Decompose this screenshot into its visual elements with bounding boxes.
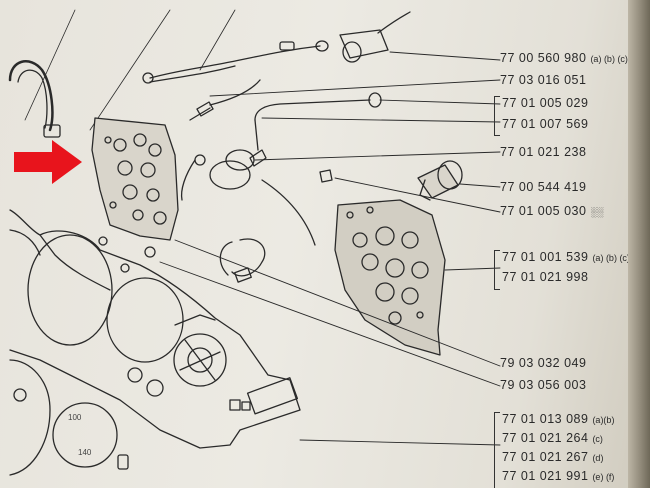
part-number-13: 77 01 021 267 (d) bbox=[502, 450, 604, 464]
page-edge bbox=[628, 0, 650, 488]
part-number-0: 77 00 560 980 (a) (b) (c) bbox=[500, 51, 628, 65]
part-number-1: 77 03 016 051 bbox=[500, 73, 587, 87]
part-number-10: 79 03 056 003 bbox=[500, 378, 587, 392]
part-number-14: 77 01 021 991 (e) (f) bbox=[502, 469, 615, 483]
part-number-4: 77 01 021 238 bbox=[500, 145, 587, 159]
part-number-8: 77 01 021 998 bbox=[502, 270, 589, 284]
part-number-3: 77 01 007 569 bbox=[502, 117, 589, 131]
svg-text:140: 140 bbox=[78, 448, 92, 457]
part-number-7: 77 01 001 539 (a) (b) (c) bbox=[502, 250, 630, 264]
red-arrow-icon bbox=[14, 140, 82, 184]
bracket bbox=[494, 250, 500, 290]
bracket bbox=[494, 412, 500, 488]
svg-text:100: 100 bbox=[68, 413, 82, 422]
part-number-5: 77 00 544 419 bbox=[500, 180, 587, 194]
bracket bbox=[494, 96, 500, 136]
part-number-9: 79 03 032 049 bbox=[500, 356, 587, 370]
part-number-2: 77 01 005 029 bbox=[502, 96, 589, 110]
part-number-6: 77 01 005 030 ░░ bbox=[500, 204, 604, 218]
part-number-12: 77 01 021 264 (c) bbox=[502, 431, 603, 445]
part-number-11: 77 01 013 089 (a)(b) bbox=[502, 412, 615, 426]
